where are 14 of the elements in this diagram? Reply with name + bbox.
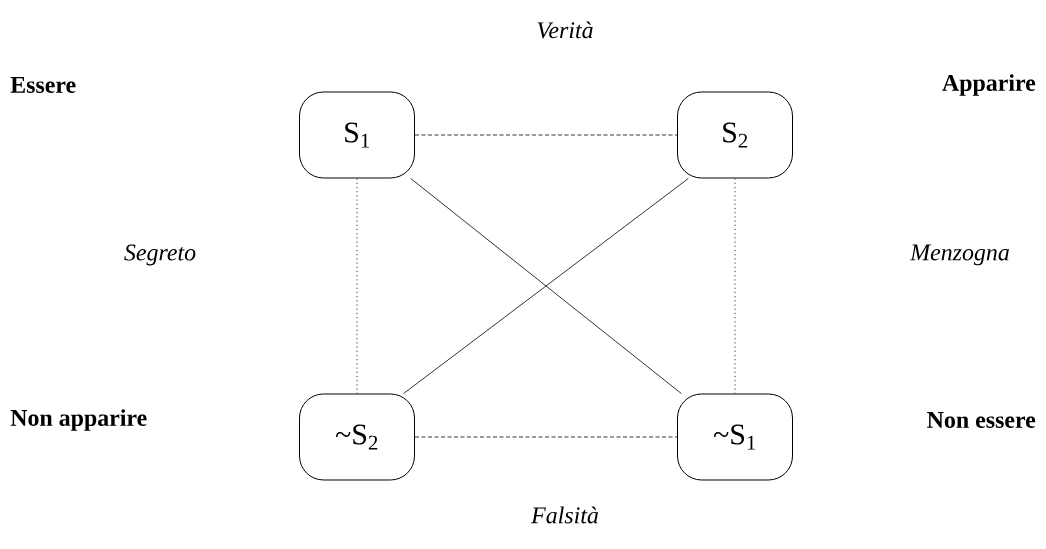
term-box: S$_{1}$	[299, 91, 415, 179]
relation-label: Verità	[537, 21, 593, 39]
term-box: S$_{2}$	[677, 91, 793, 179]
connector-line	[414, 134, 678, 136]
relation-label: Falsità	[531, 506, 598, 524]
relation-label: Menzogna	[909, 244, 1009, 266]
term-box: ~S$_{2}$	[299, 393, 415, 481]
connector-line	[414, 436, 678, 438]
relation-label: Segreto	[124, 244, 196, 266]
term-label: Non apparire	[10, 409, 147, 431]
term-label: Non essere	[927, 412, 1036, 428]
term-label: Apparire	[942, 74, 1036, 96]
term-box: ~S$_{1}$	[677, 393, 793, 481]
term-label: Essere	[10, 77, 76, 93]
